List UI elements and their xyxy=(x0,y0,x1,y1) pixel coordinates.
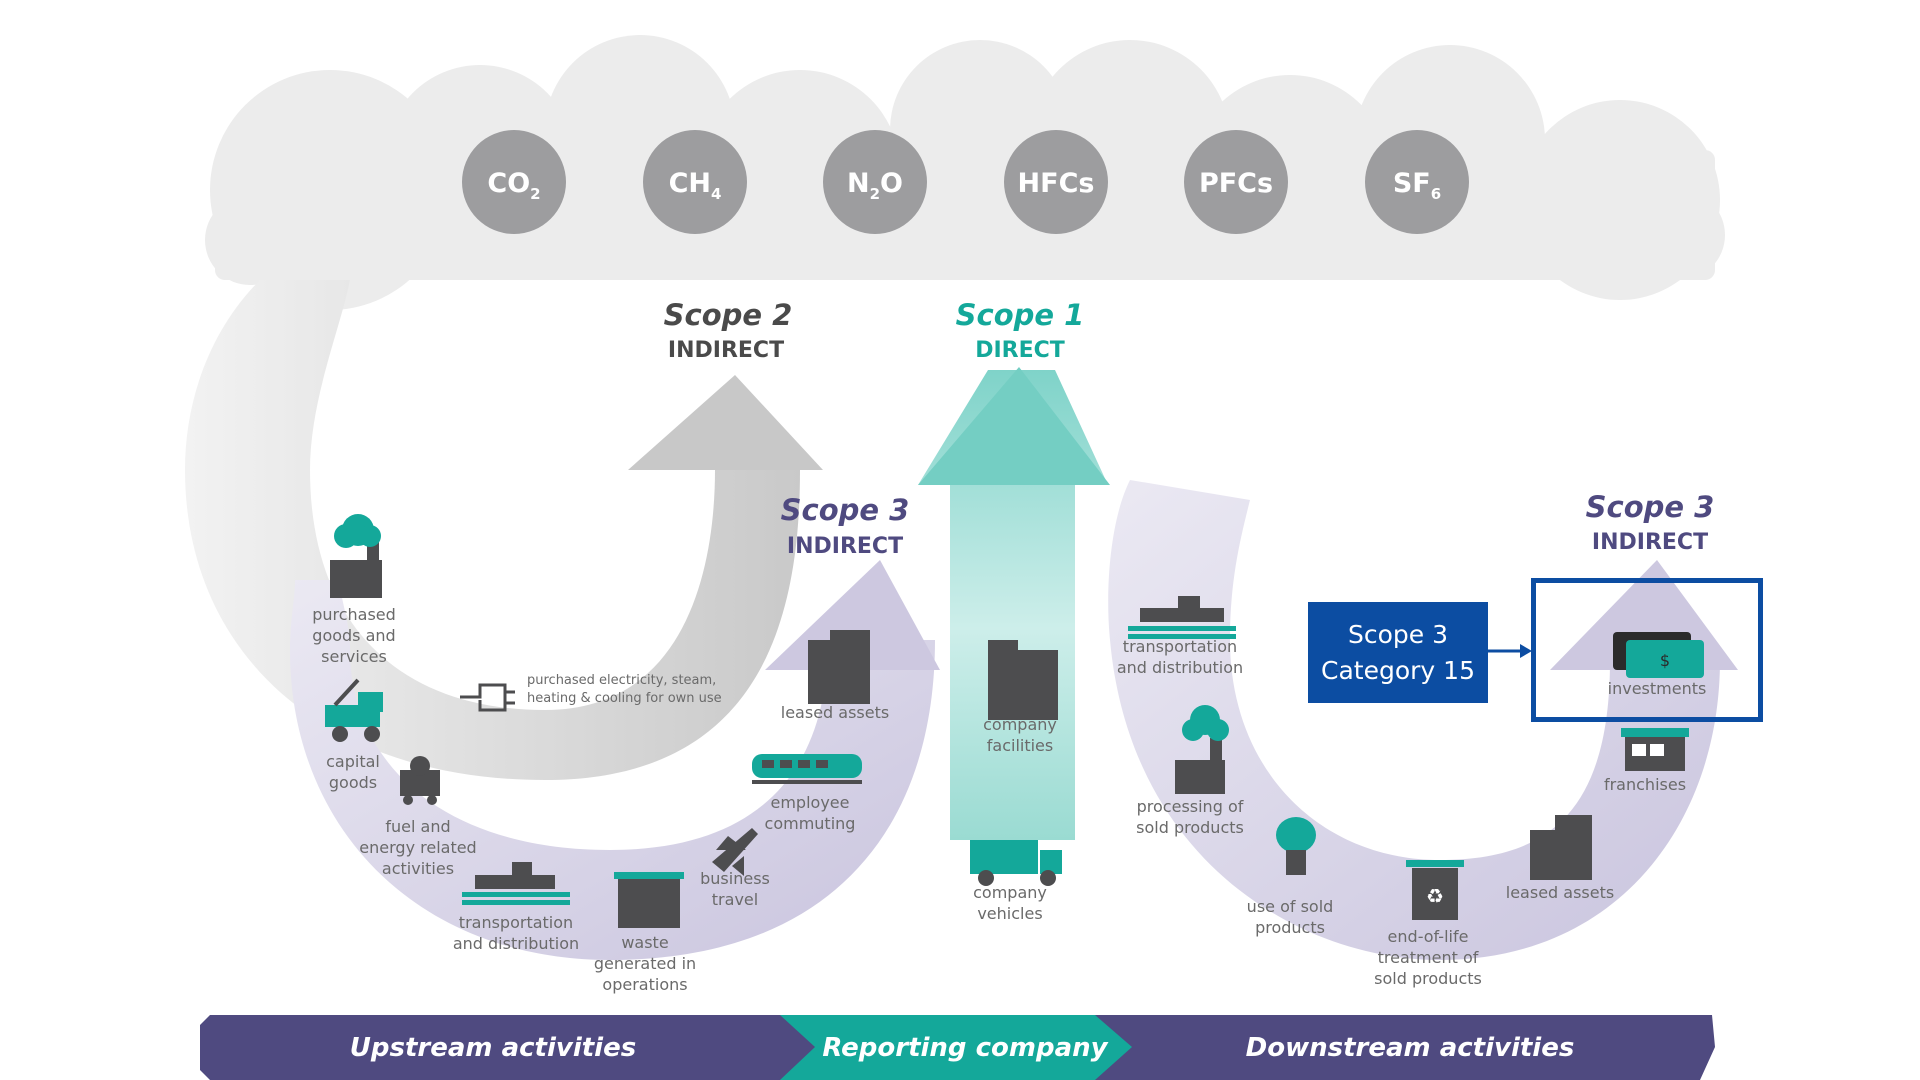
gas-circle xyxy=(462,130,566,234)
gas-circle xyxy=(1184,130,1288,234)
coal-cart-icon xyxy=(400,756,440,805)
scope2-title: Scope 2 xyxy=(664,298,793,332)
gas-circle xyxy=(643,130,747,234)
company-truck-icon xyxy=(970,840,1062,886)
svg-text:♻: ♻ xyxy=(1426,884,1444,908)
scope3-category15-callout: Scope 3 Category 15 xyxy=(1308,602,1488,703)
downstream-band xyxy=(1095,1015,1715,1080)
storefront-icon xyxy=(1621,728,1689,771)
plug-icon xyxy=(460,683,515,712)
scope1-arrow xyxy=(918,370,1108,840)
gas-label: PFCs xyxy=(1199,168,1273,199)
train-icon xyxy=(752,754,862,784)
purchased-electricity-label: purchased electricity, steam,heating & c… xyxy=(527,673,722,706)
scope2-arrowhead xyxy=(628,375,823,470)
gas-circle xyxy=(1365,130,1469,234)
investments-label: investments xyxy=(1608,679,1707,698)
gas-label: HFCs xyxy=(1018,168,1095,199)
scope1-subtitle: DIRECT xyxy=(975,338,1065,363)
processing-factory-icon xyxy=(1175,705,1229,794)
reporting-band xyxy=(780,1015,1135,1080)
callout-arrowhead xyxy=(1520,644,1532,658)
truck-crane-icon xyxy=(325,678,383,742)
gas-label: CO2 xyxy=(487,168,540,203)
gas-label: CH4 xyxy=(669,168,722,203)
callout-line2: Category 15 xyxy=(1321,655,1475,685)
dumpster-icon xyxy=(614,872,684,928)
upstream-band-label: Upstream activities xyxy=(350,1033,636,1063)
upstream-arc xyxy=(290,580,935,960)
gas-label: SF6 xyxy=(1393,168,1441,203)
gas-circles: CO2 CH4 N2O HFCs PFCs SF6 xyxy=(462,130,1469,234)
leased-assets-label: leased assets xyxy=(1506,883,1614,902)
scope3-downstream-title: Scope 3 xyxy=(1586,490,1715,524)
upstream-band xyxy=(200,1015,830,1080)
franchises-label: franchises xyxy=(1604,775,1686,794)
reporting-band-label: Reporting company xyxy=(822,1033,1108,1063)
investments-highlight-box xyxy=(1531,578,1763,722)
gas-circle xyxy=(1004,130,1108,234)
cloud-band xyxy=(205,35,1725,310)
scope1-arrowhead xyxy=(918,367,1110,485)
svg-text:$: $ xyxy=(1660,651,1670,670)
gas-label: N2O xyxy=(847,168,903,203)
ship-icon xyxy=(462,862,570,905)
downstream-band-label: Downstream activities xyxy=(1246,1033,1575,1063)
airplane-icon xyxy=(712,828,758,876)
callout-line1: Scope 3 xyxy=(1347,619,1448,649)
money-icon: $ xyxy=(1613,632,1704,678)
scope3-upstream-subtitle: INDIRECT xyxy=(787,534,903,559)
downstream-ship-icon xyxy=(1128,596,1236,639)
leased-building-icon xyxy=(1530,815,1592,880)
factory-icon xyxy=(330,514,382,598)
leased-assets-label: leased assets xyxy=(781,703,889,722)
scope3-downstream-subtitle: INDIRECT xyxy=(1592,530,1708,555)
scope2-subtitle: INDIRECT xyxy=(668,338,784,363)
gas-circle xyxy=(823,130,927,234)
scope3-upstream-title: Scope 3 xyxy=(781,493,910,527)
company-building-icon xyxy=(988,640,1058,720)
scope1-title: Scope 1 xyxy=(956,298,1085,332)
bulb-icon xyxy=(1276,817,1316,875)
recycle-bin-icon: ♻ xyxy=(1406,860,1464,920)
building-icon xyxy=(808,630,870,704)
